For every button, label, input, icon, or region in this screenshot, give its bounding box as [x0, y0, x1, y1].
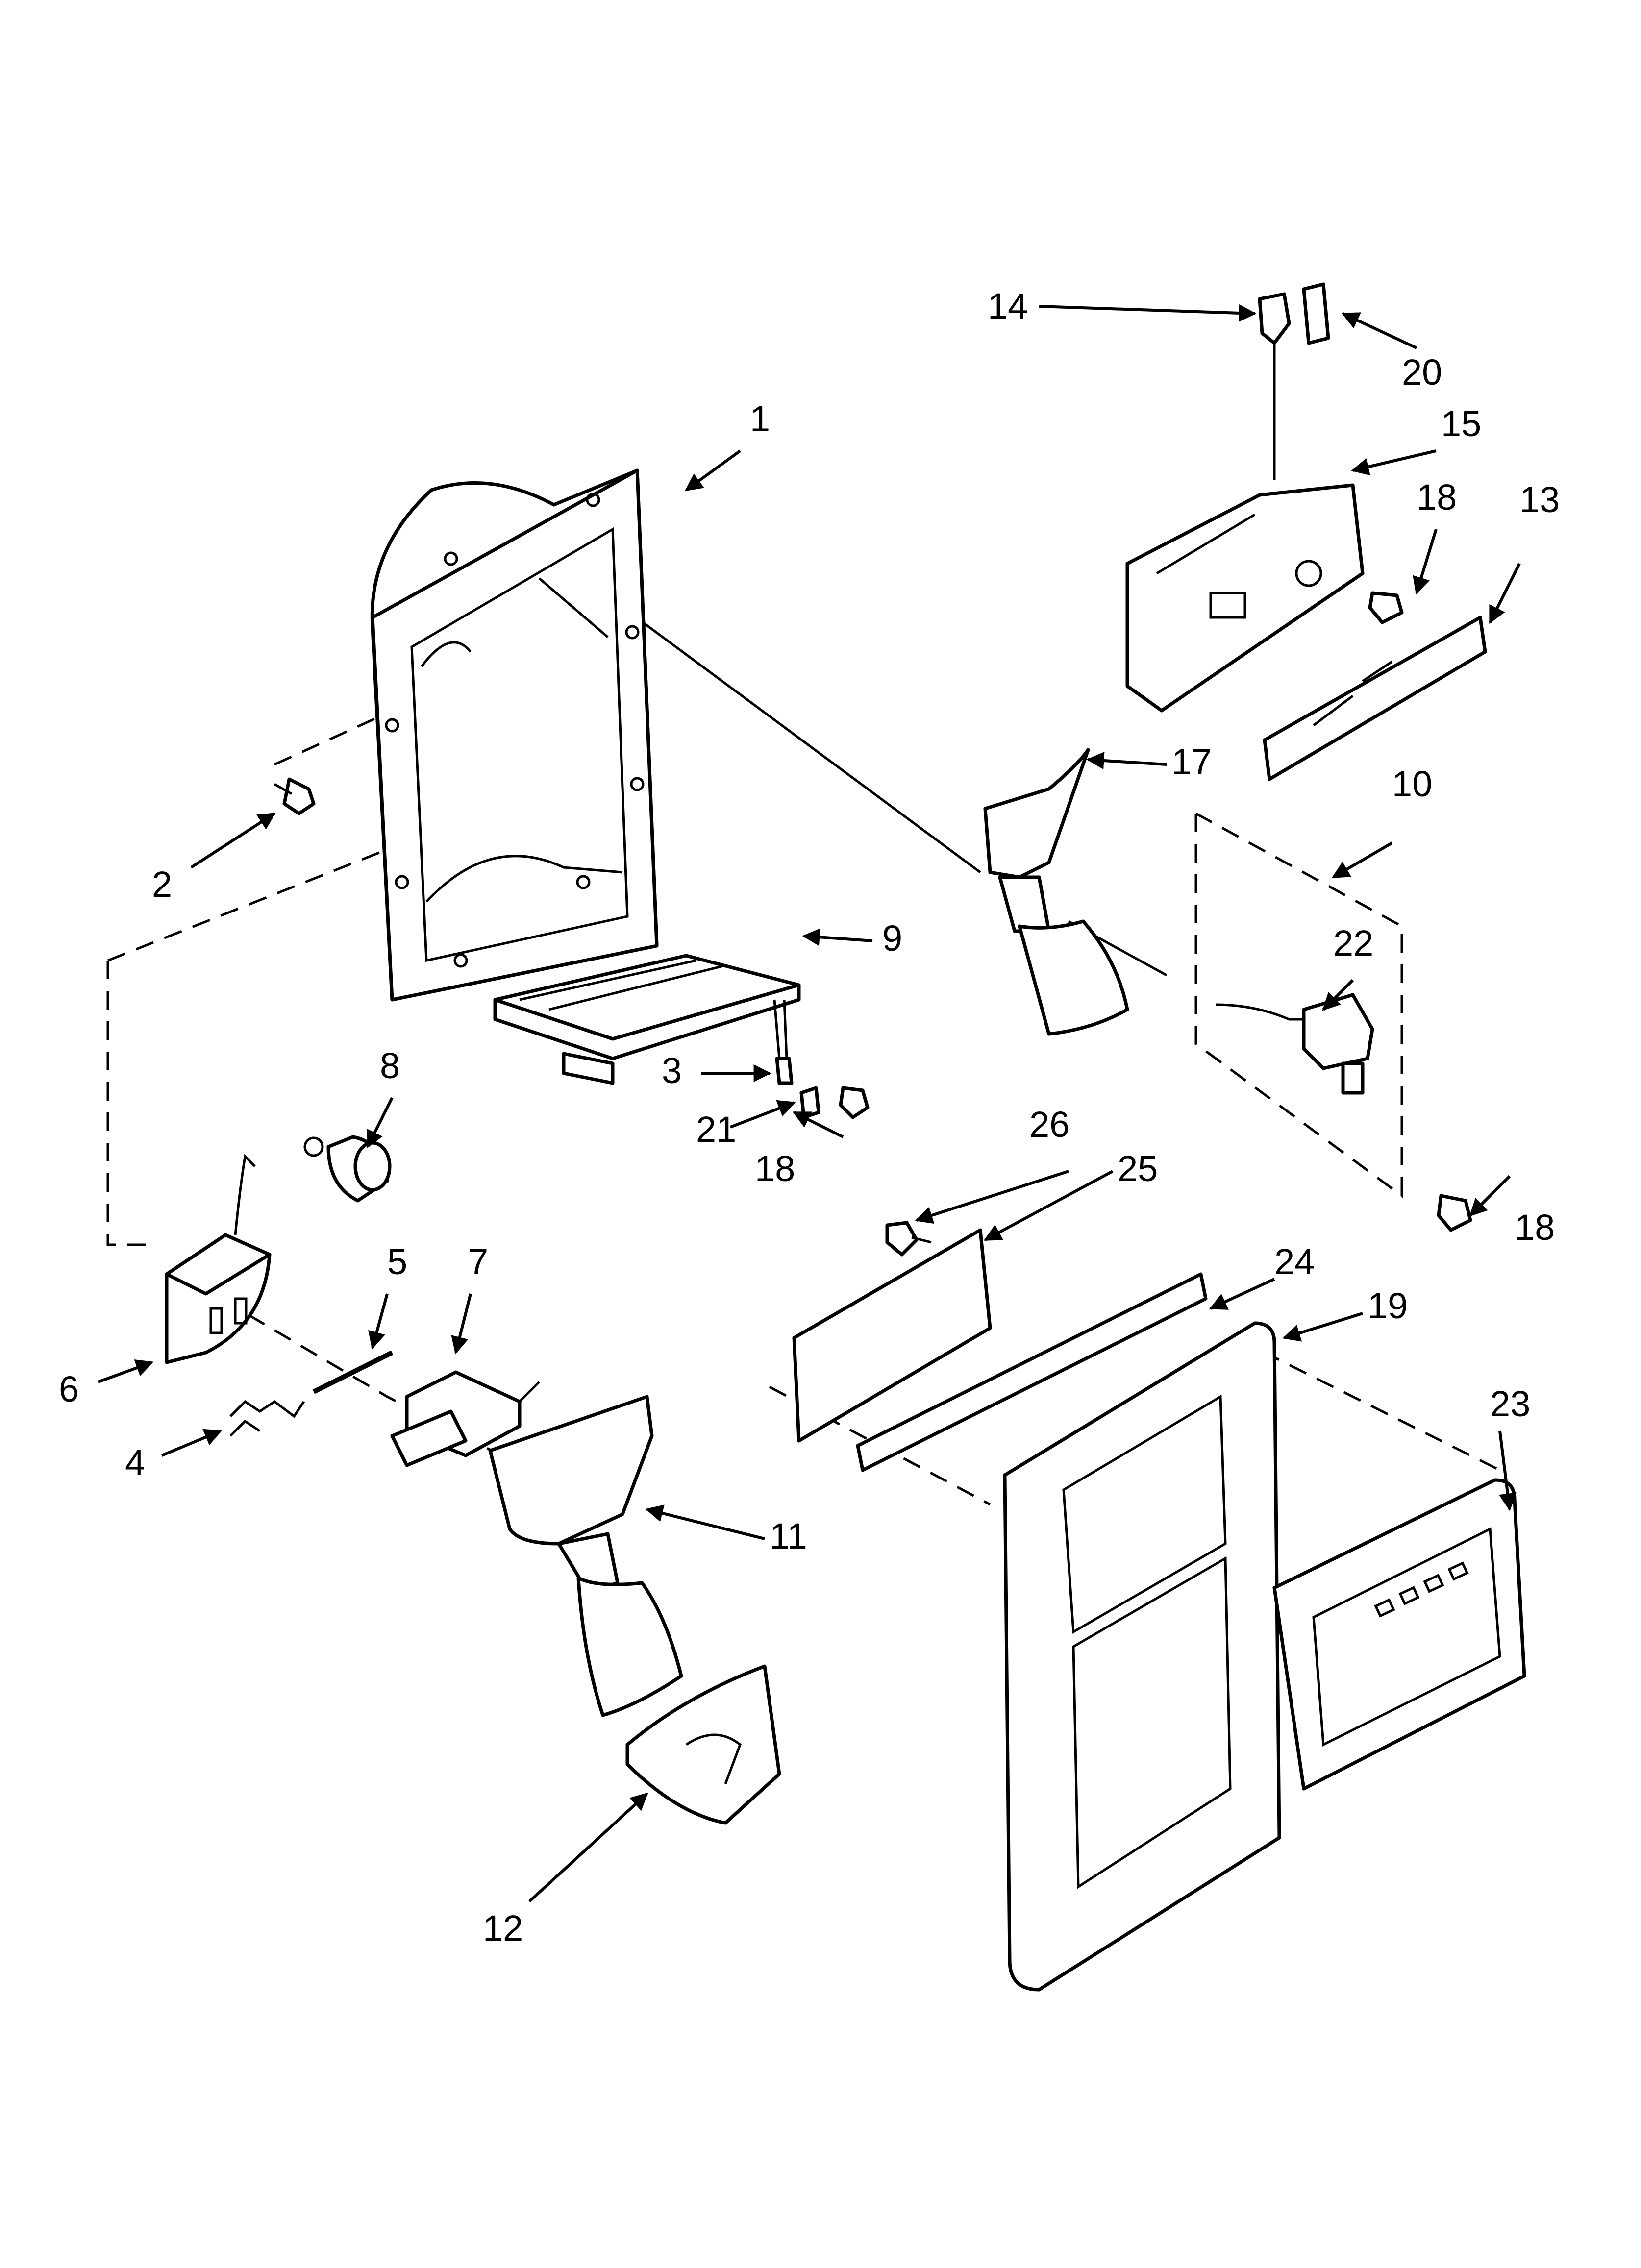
callout-2: 2 [152, 864, 172, 905]
callout-17: 17 [1171, 741, 1212, 782]
callout-3: 3 [662, 1050, 682, 1091]
callout-19: 19 [1368, 1285, 1408, 1326]
part-18-screw-c [1437, 1194, 1472, 1232]
callout-26: 26 [1029, 1104, 1069, 1145]
callout-21: 21 [696, 1109, 736, 1150]
part-8-solenoid [303, 1135, 392, 1203]
part-18-screw-b [1368, 591, 1404, 624]
part-11-actuator [488, 1395, 683, 1717]
part-22-bracket [1215, 993, 1374, 1095]
part-4-spring [229, 1400, 305, 1437]
part-17-lever [983, 748, 1129, 1036]
callout-23: 23 [1490, 1383, 1530, 1424]
part-2-screw [274, 777, 316, 815]
part-24-strip [856, 1272, 1208, 1472]
callout-labels: 1 2 3 4 5 6 7 8 9 10 11 12 13 14 15 17 1… [59, 286, 1560, 1948]
callout-22: 22 [1333, 923, 1373, 963]
part-14-switch [1258, 292, 1291, 345]
callout-18b: 18 [1417, 477, 1457, 518]
callout-11: 11 [770, 1516, 807, 1556]
callout-25: 25 [1118, 1148, 1158, 1189]
part-19-front-frame [1003, 1321, 1281, 1992]
callout-24: 24 [1274, 1241, 1315, 1282]
part-23-cover-panel [1272, 1478, 1526, 1791]
part-5-pin [312, 1350, 394, 1394]
callout-18c: 18 [1515, 1207, 1555, 1248]
callout-14: 14 [988, 286, 1028, 326]
callout-20: 20 [1402, 352, 1442, 393]
part-21-shim [799, 1086, 820, 1119]
part-13-board [1263, 616, 1487, 781]
callout-5: 5 [387, 1241, 407, 1282]
part-18-screw-a [839, 1086, 870, 1119]
callout-15: 15 [1441, 403, 1481, 444]
part-7-bracket [390, 1370, 540, 1467]
part-25-panel-board [792, 1228, 992, 1443]
callout-9: 9 [882, 918, 902, 959]
callout-7: 7 [468, 1241, 488, 1282]
callout-6: 6 [59, 1369, 79, 1409]
callout-4: 4 [125, 1442, 145, 1483]
callout-18a: 18 [755, 1148, 795, 1189]
part-26-screw [885, 1221, 932, 1257]
part-3-clip [773, 999, 794, 1085]
part-20-shim [1302, 282, 1330, 345]
callout-12: 12 [483, 1908, 523, 1948]
part-9-drip-tray [493, 954, 801, 1085]
callout-1: 1 [750, 398, 770, 439]
callout-8: 8 [380, 1045, 400, 1086]
callout-10: 10 [1392, 764, 1432, 804]
callout-13: 13 [1519, 479, 1560, 520]
leader-arrows [97, 304, 1521, 1903]
part-1-dispenser-housing [370, 468, 659, 1002]
part-12-ice-chute [625, 1664, 781, 1825]
part-6-module [165, 1154, 272, 1364]
part-15-bracket [1125, 483, 1365, 713]
part-10-group [1194, 812, 1403, 1198]
